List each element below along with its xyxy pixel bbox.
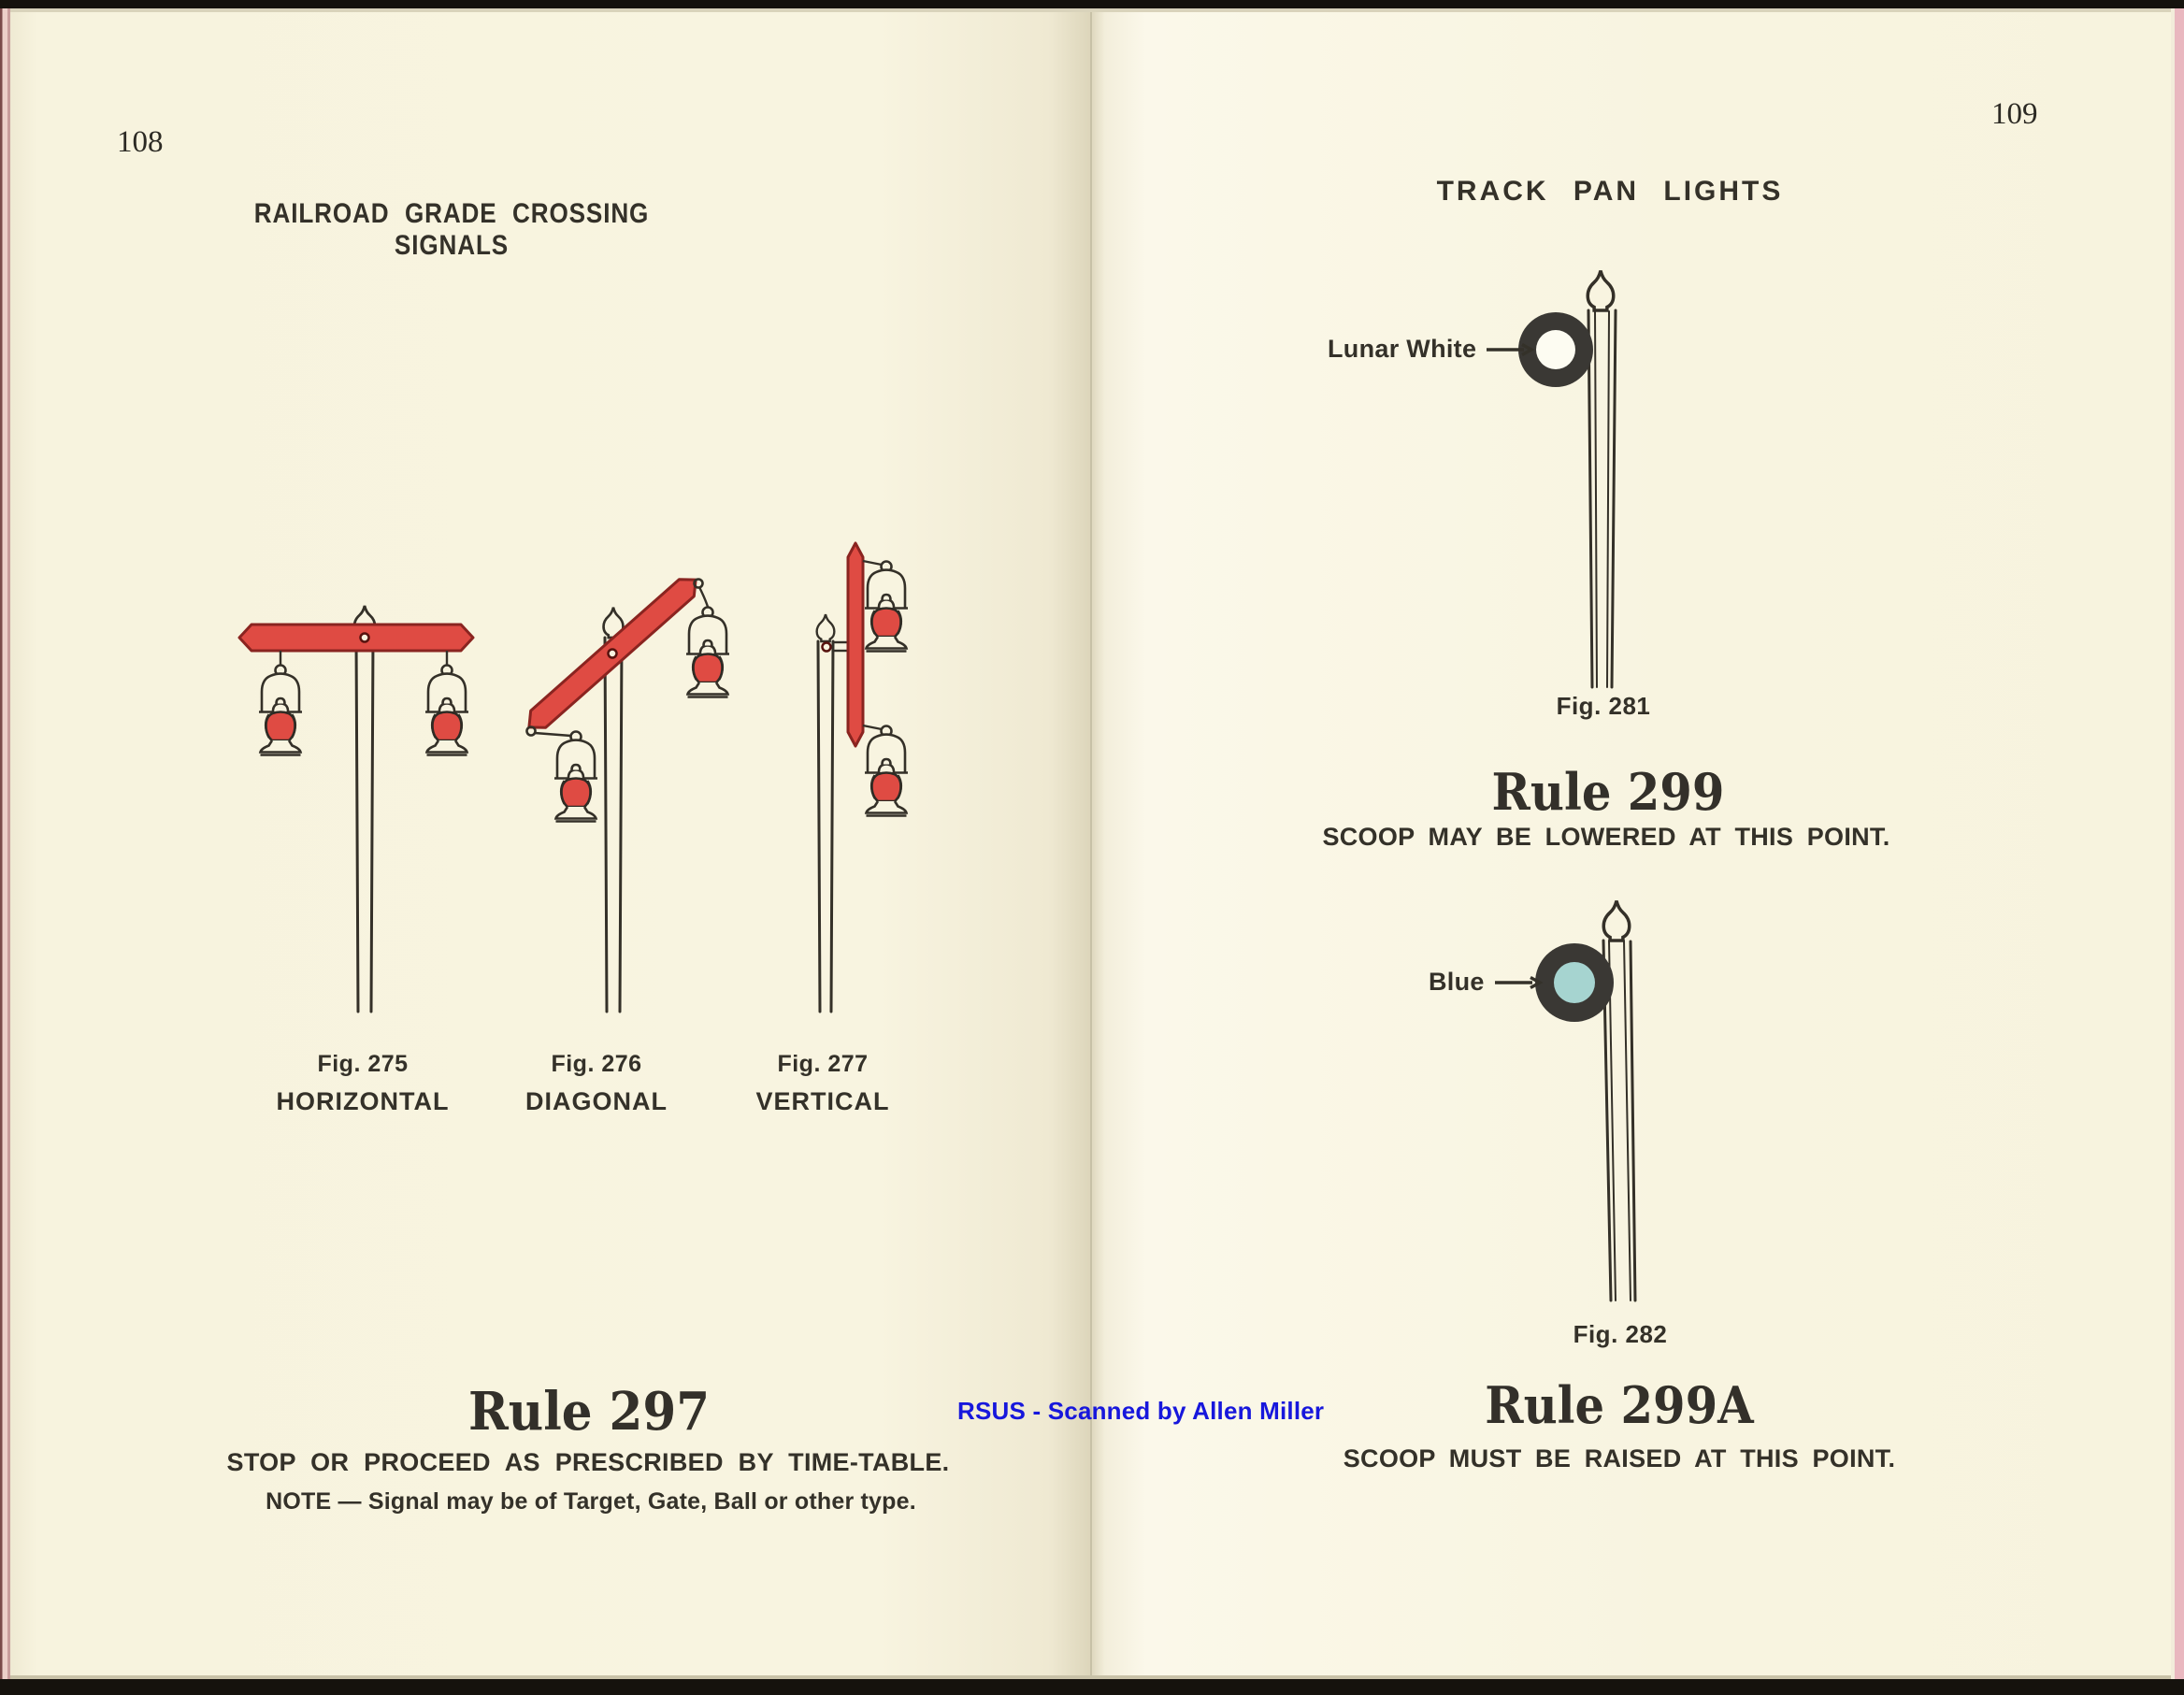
lunar-white-label-row: Lunar White <box>1328 335 1535 364</box>
fig-275-label: HORIZONTAL <box>276 1087 450 1115</box>
left-page-title: RAILROAD GRADE CROSSING SIGNALS <box>253 198 650 261</box>
book-edge-bottom-highlight <box>0 1675 2184 1679</box>
rule-299-heading: Rule 299 <box>1491 762 1725 822</box>
lunar-white-label: Lunar White <box>1328 335 1477 363</box>
signal-diagonal-icon <box>525 578 731 1013</box>
fig-276-label: DIAGONAL <box>525 1087 668 1115</box>
pole-281-icon <box>1586 268 1617 689</box>
rule-299a-text: SCOOP MUST BE RAISED AT THIS POINT. <box>1343 1444 1896 1472</box>
rule-299-text: SCOOP MAY BE LOWERED AT THIS POINT. <box>1322 823 1890 851</box>
lunar-white-ring-icon <box>1518 312 1593 387</box>
arrow-right-icon <box>1487 342 1535 356</box>
signal-horizontal-icon <box>237 604 475 1013</box>
fig-276-caption: Fig. 276 <box>551 1051 642 1077</box>
blue-label: Blue <box>1429 968 1485 996</box>
pole-282-icon <box>1602 898 1637 1302</box>
fig-277-caption: Fig. 277 <box>777 1051 869 1077</box>
rule-299a-heading: Rule 299A <box>1485 1375 1754 1435</box>
left-page <box>10 8 1092 1679</box>
right-page-title: TRACK PAN LIGHTS <box>1436 176 1784 207</box>
track-pan-light-lunar-figure <box>1518 268 1617 689</box>
rule-297-text: STOP OR PROCEED AS PRESCRIBED BY TIME-TA… <box>226 1448 950 1476</box>
rule-297-heading: Rule 297 <box>467 1381 711 1443</box>
page-number-right: 109 <box>1991 97 2038 131</box>
page-number-left: 108 <box>117 125 164 159</box>
book-edge-top-highlight <box>0 8 2184 12</box>
book-edge-left <box>0 8 10 1679</box>
page-gutter <box>1090 8 1092 1679</box>
fig-282-caption: Fig. 282 <box>1573 1320 1668 1348</box>
blue-ring-icon <box>1535 943 1614 1022</box>
right-page <box>1092 8 2171 1679</box>
arrow-right-icon <box>1494 975 1544 989</box>
rule-297-note: NOTE — Signal may be of Target, Gate, Ba… <box>266 1488 916 1515</box>
signal-vertical-icon <box>815 541 910 1013</box>
grade-crossing-signals-figure <box>237 541 910 1013</box>
book-edge-bottom <box>0 1679 2184 1695</box>
track-pan-light-blue-figure <box>1535 898 1637 1302</box>
fig-275-caption: Fig. 275 <box>317 1051 409 1077</box>
scan-credit: RSUS - Scanned by Allen Miller <box>957 1397 1325 1425</box>
blue-label-row: Blue <box>1429 968 1544 997</box>
book-edge-right <box>2171 8 2184 1679</box>
book-edge-top <box>0 0 2184 8</box>
fig-277-label: VERTICAL <box>755 1087 890 1115</box>
fig-281-caption: Fig. 281 <box>1556 692 1651 720</box>
